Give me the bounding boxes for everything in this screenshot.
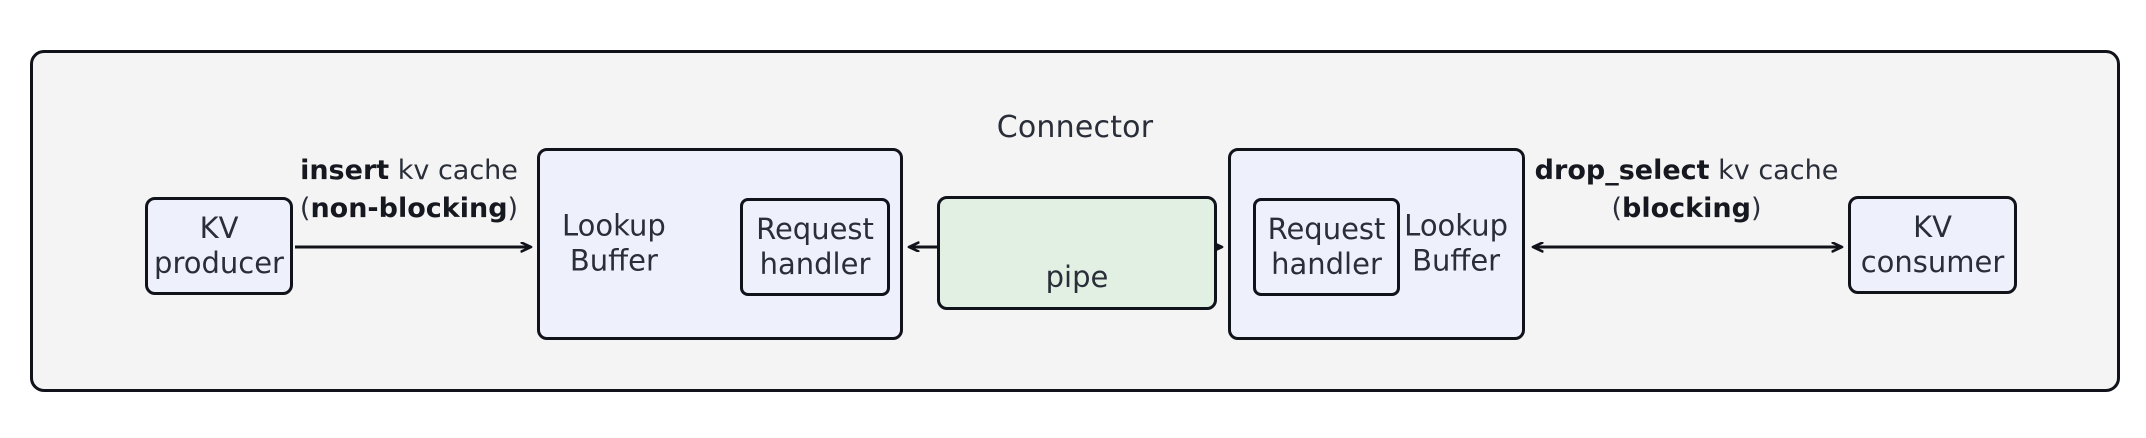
edge-label-drop-select-open: ( [1611,193,1623,225]
lookup-buffer-left-line2: Buffer [569,244,658,278]
edge-label-drop-select-mode: blocking [1622,193,1751,225]
node-lookup-buffer-left[interactable]: Lookup Buffer Request handler [537,148,903,340]
connector-title: Connector [996,110,1154,145]
kv-consumer-label-line1: KV [1913,209,1952,244]
node-pipe[interactable]: pipe [937,196,1217,310]
kv-consumer-label-line2: consumer [1860,245,2005,279]
node-kv-consumer[interactable]: KV consumer [1848,196,2017,294]
request-handler-left-line1: Request [756,211,874,246]
edge-label-insert-bold: insert [300,155,390,186]
request-handler-left-line2: handler [759,247,871,281]
edge-label-drop-select-line2: (blocking) [1525,190,1848,228]
node-request-handler-left[interactable]: Request handler [740,198,890,296]
edge-label-drop-select-close: ) [1750,193,1762,225]
edge-label-insert-rest: kv cache [389,155,518,186]
pipe-label: pipe [1045,259,1109,294]
node-lookup-buffer-right[interactable]: Request handler Lookup Buffer [1228,148,1525,340]
edge-label-insert-close: ) [507,193,519,225]
kv-producer-label-line1: KV [199,210,239,245]
edge-label-drop-select: drop_select kv cache (blocking) [1525,152,1848,229]
node-kv-producer[interactable]: KV producer [145,197,293,295]
edge-label-insert: insert kv cache (non-blocking) [293,152,525,229]
node-request-handler-right[interactable]: Request handler [1253,198,1400,296]
edge-label-insert-open: ( [299,193,311,225]
edge-label-insert-line1: insert kv cache [293,152,525,190]
edge-label-insert-line2: (non-blocking) [293,190,525,228]
lookup-buffer-left-line1: Lookup [562,208,666,243]
lookup-buffer-right-label: Lookup Buffer [1404,209,1508,280]
lookup-buffer-right-line2: Buffer [1412,244,1501,278]
edge-label-drop-select-line1: drop_select kv cache [1525,152,1848,190]
edge-label-drop-select-bold: drop_select [1534,155,1710,186]
lookup-buffer-left-label: Lookup Buffer [562,209,666,280]
request-handler-right-line1: Request [1267,211,1386,246]
lookup-buffer-right-line1: Lookup [1404,208,1508,243]
edge-label-drop-select-rest: kv cache [1709,155,1839,186]
edge-label-insert-mode: non-blocking [310,193,508,225]
request-handler-right-line2: handler [1271,247,1382,281]
kv-producer-label-line2: producer [154,246,284,280]
